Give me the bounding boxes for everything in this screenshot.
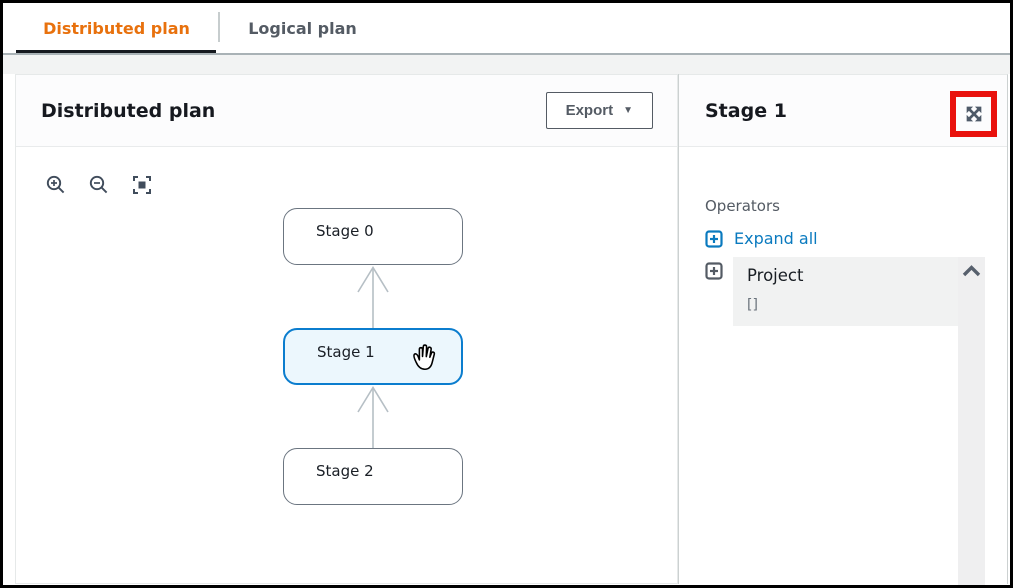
node-label: Stage 0: [316, 222, 374, 240]
diagram-toolbar: [46, 175, 152, 195]
expand-all-plus-icon: [705, 229, 723, 248]
zoom-in-icon[interactable]: [46, 175, 66, 195]
tab-distributed-plan-label: Distributed plan: [43, 18, 190, 38]
zoom-out-icon[interactable]: [89, 175, 109, 195]
operator-detail: []: [747, 297, 758, 313]
tab-divider: [218, 12, 220, 42]
tabbar-rule: [3, 53, 1010, 55]
expand-all-link[interactable]: Expand all: [705, 229, 818, 248]
hand-cursor-icon: [413, 344, 436, 371]
diagram-node-stage-2[interactable]: Stage 2: [283, 448, 463, 505]
stage-details-title: Stage 1: [705, 99, 787, 122]
operator-list-scrollbar[interactable]: [958, 257, 985, 585]
operator-expand-toggle[interactable]: [705, 262, 723, 284]
distributed-plan-panel: Distributed plan Export ▼: [15, 74, 678, 584]
expand-panel-icon[interactable]: [963, 103, 985, 125]
export-button-label: Export: [565, 102, 614, 119]
caret-down-icon: ▼: [623, 104, 633, 116]
operators-section-label: Operators: [705, 197, 780, 215]
diagram-node-stage-1[interactable]: Stage 1: [283, 328, 463, 385]
active-tab-underline: [16, 50, 216, 54]
scroll-up-icon[interactable]: [960, 263, 983, 279]
page-title: Distributed plan: [41, 99, 216, 122]
expand-all-label: Expand all: [734, 229, 818, 248]
tab-distributed-plan[interactable]: Distributed plan: [15, 3, 218, 53]
tab-logical-plan-label: Logical plan: [248, 18, 357, 38]
tab-logical-plan[interactable]: Logical plan: [220, 3, 385, 53]
annotation-highlight-box: [950, 91, 997, 137]
export-button[interactable]: Export ▼: [545, 92, 653, 129]
plan-diagram: Stage 0 Stage 1 Stage 2: [16, 147, 677, 583]
content-gutter: [3, 55, 1010, 74]
diagram-node-stage-0[interactable]: Stage 0: [283, 208, 463, 265]
stage-details-panel: Stage 1 Operators: [679, 74, 1008, 585]
node-label: Stage 1: [317, 343, 375, 361]
tab-bar: Distributed plan Logical plan: [3, 3, 1010, 54]
panel-divider: [678, 74, 679, 584]
distributed-plan-header: Distributed plan Export ▼: [16, 75, 677, 147]
operator-name: Project: [747, 266, 804, 285]
plus-box-icon: [705, 262, 723, 280]
operator-list-item[interactable]: Project []: [733, 257, 958, 326]
node-label: Stage 2: [316, 462, 374, 480]
stage-details-header: Stage 1: [679, 75, 1007, 147]
fit-view-icon[interactable]: [132, 175, 152, 195]
